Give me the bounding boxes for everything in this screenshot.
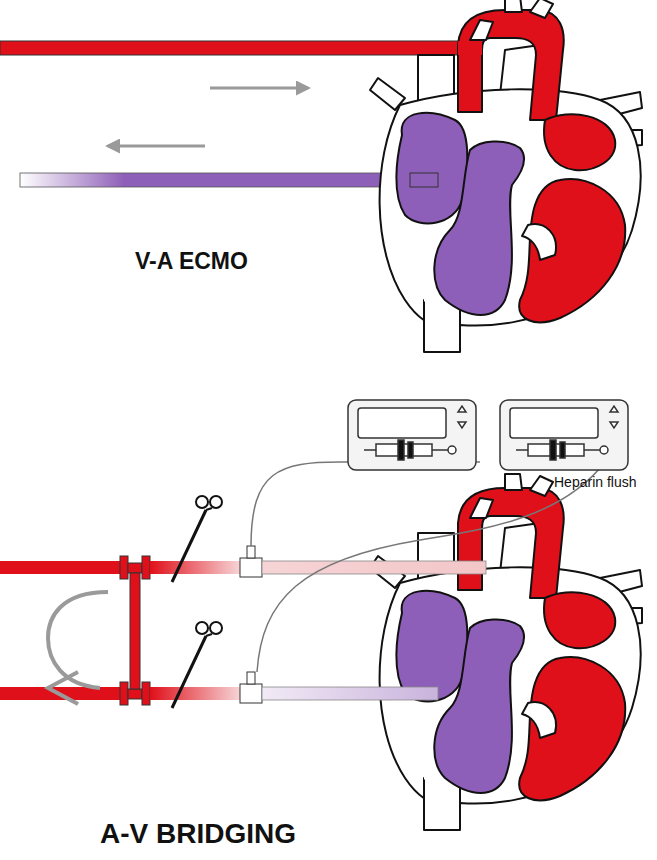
panel-title: V-A ECMO [135,248,248,275]
pump-label: Heparin flush [554,474,637,490]
panel-title: A-V BRIDGING [100,818,296,850]
